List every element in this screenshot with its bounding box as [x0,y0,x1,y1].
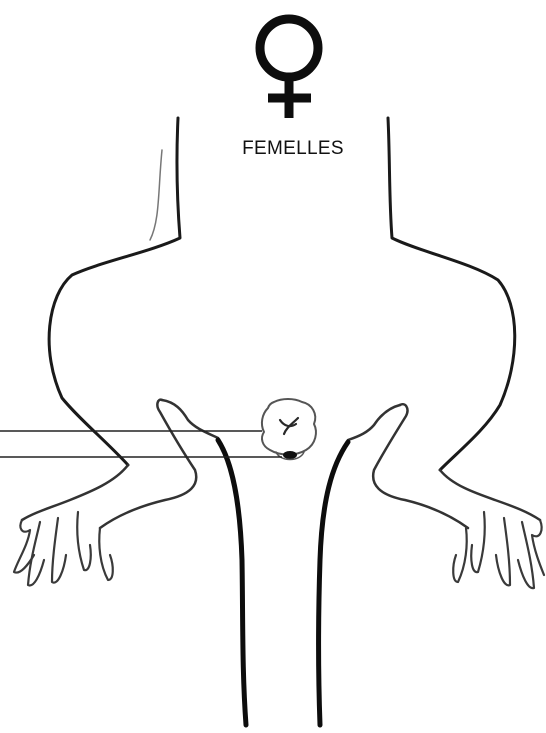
pointer-lines [0,431,282,457]
tail [218,440,348,725]
left-foot-claws [14,512,113,585]
body-outline [49,118,515,470]
left-hind-leg [22,400,218,528]
female-symbol-icon [260,19,318,118]
right-foot-claws [453,512,544,588]
genital-papilla [262,399,316,455]
diagram-caption: FEMELLES [0,138,546,160]
